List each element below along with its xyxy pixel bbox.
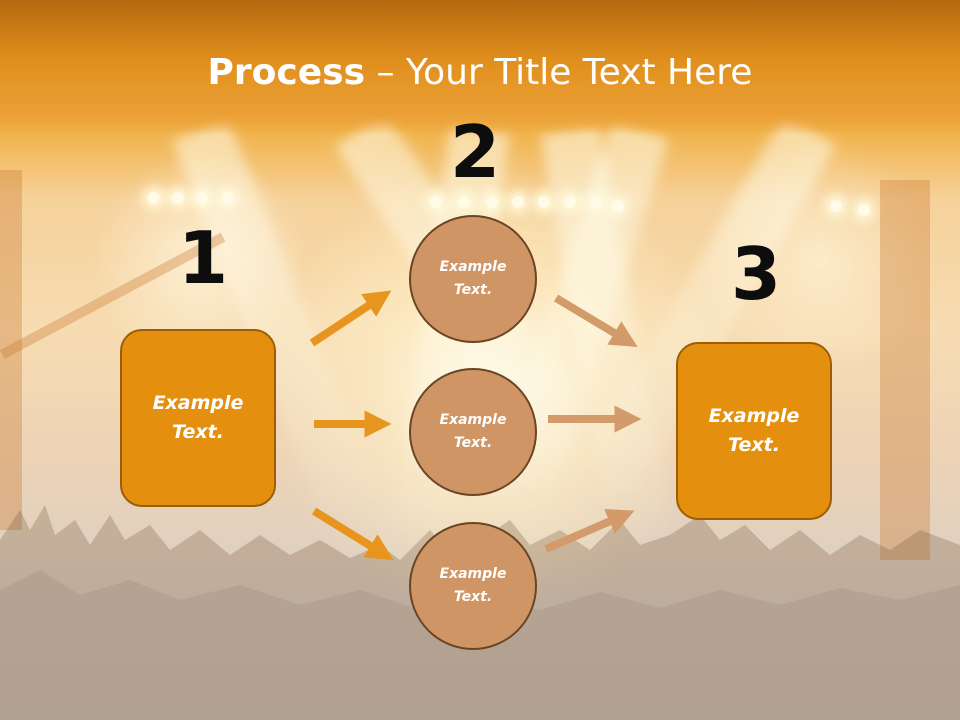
arrow-right-up	[544, 508, 635, 553]
title-rest: – Your Title Text Here	[365, 52, 753, 93]
circle-bottom[interactable]: Example Text.	[409, 522, 537, 650]
arrow-left-down	[311, 507, 394, 561]
step-number-2: 2	[450, 110, 501, 194]
left-box-text: Example Text.	[152, 392, 244, 443]
circle-top[interactable]: Example Text.	[409, 215, 537, 343]
circle-middle[interactable]: Example Text.	[409, 368, 537, 496]
circle-bottom-text: Example Text.	[439, 566, 507, 605]
right-box[interactable]: Example Text.	[676, 342, 832, 520]
right-box-text: Example Text.	[708, 405, 800, 456]
arrow-right-down	[553, 294, 638, 347]
step-number-1: 1	[178, 216, 229, 300]
slide-title: Process – Your Title Text Here	[0, 52, 960, 93]
header-band	[0, 0, 960, 135]
title-bold: Process	[207, 52, 366, 93]
circle-top-text: Example Text.	[439, 259, 507, 298]
circle-middle-text: Example Text.	[439, 412, 507, 451]
step-number-3: 3	[731, 232, 782, 316]
arrow-left-up	[309, 290, 392, 347]
left-box[interactable]: Example Text.	[120, 329, 276, 507]
